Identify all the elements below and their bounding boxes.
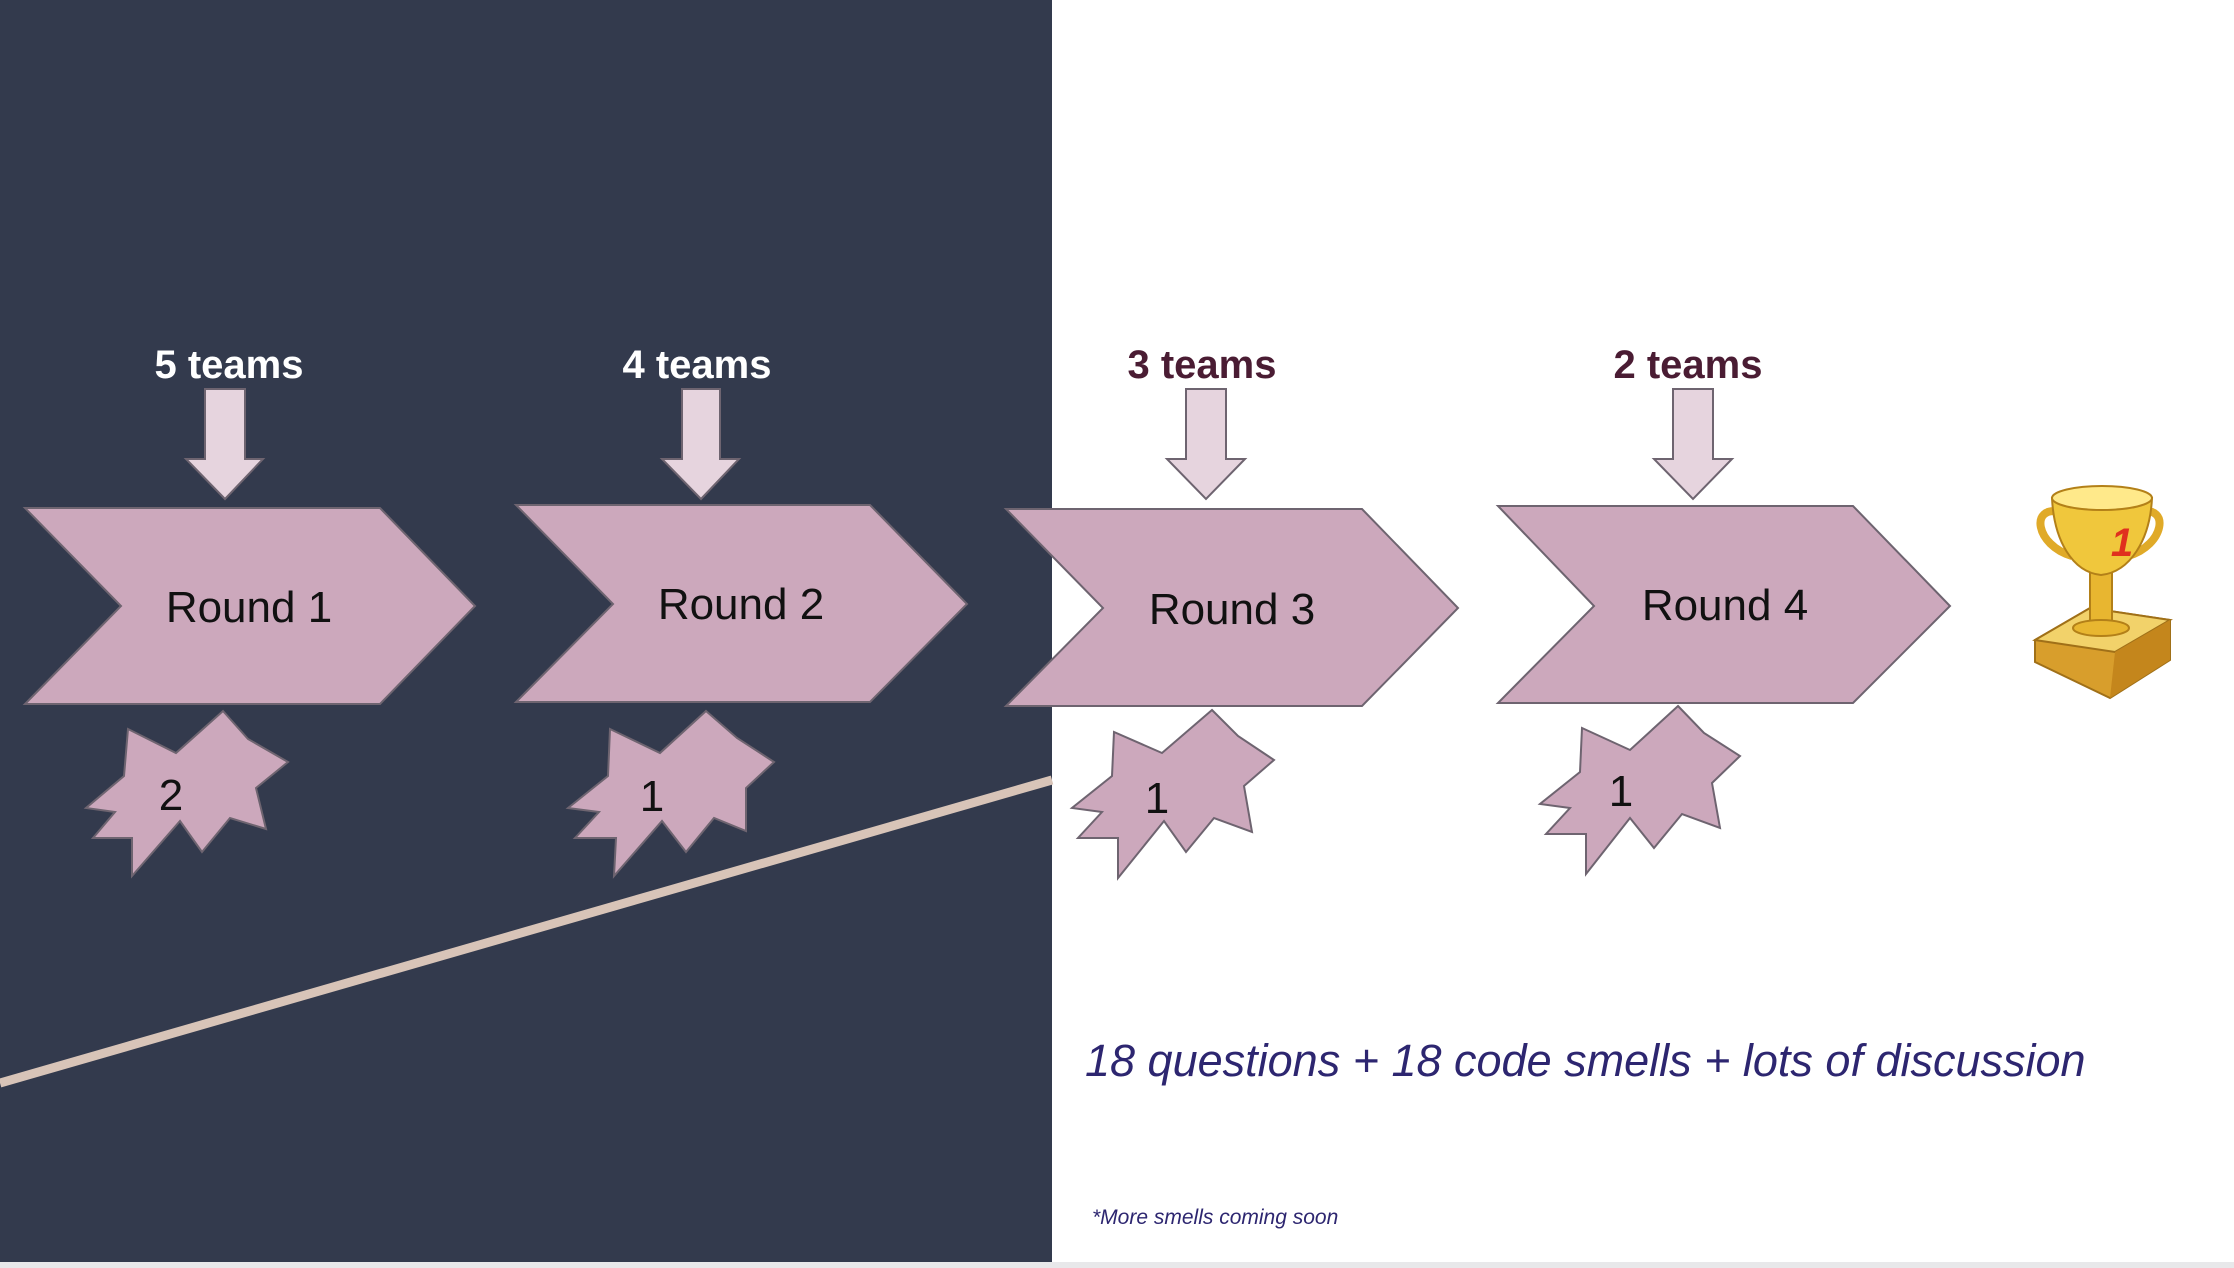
round-1-smells-count: 2 [158, 771, 184, 820]
round-1-label: Round 1 [165, 583, 333, 632]
round-3-chevron [1003, 508, 1460, 707]
round-4-down-arrow [1651, 388, 1735, 501]
round-2-teams-label: 4 teams [622, 343, 772, 387]
trophy-icon: 1 [2032, 485, 2173, 700]
summary-text: 18 questions + 18 code smells + lots of … [1085, 1035, 2086, 1086]
round-2-chevron [513, 504, 969, 703]
round-1-chevron [22, 507, 477, 705]
round-3-smells-count: 1 [1144, 774, 1170, 823]
round-3-teams-label: 3 teams [1127, 343, 1277, 387]
footnote-text: *More smells coming soon [1092, 1206, 1339, 1229]
round-4-teams-label: 2 teams [1613, 343, 1763, 387]
round-1-teams-label: 5 teams [154, 343, 304, 387]
round-2-down-arrow [659, 388, 742, 501]
round-4-chevron [1495, 505, 1952, 704]
round-1-smells-burst [83, 709, 290, 879]
round-2-label: Round 2 [657, 580, 825, 629]
round-1-down-arrow [183, 388, 266, 501]
round-4-smells-count: 1 [1608, 767, 1634, 816]
round-2-smells-count: 1 [639, 772, 665, 821]
round-2-smells-burst [565, 709, 776, 879]
round-3-down-arrow [1164, 388, 1248, 501]
diagonal-divider-line [0, 775, 1054, 1088]
round-3-smells-burst [1069, 708, 1276, 881]
round-4-label: Round 4 [1641, 581, 1809, 630]
slide-bottom-border [0, 1262, 2234, 1268]
trophy-badge: 1 [2111, 521, 2133, 565]
round-3-label: Round 3 [1148, 585, 1316, 634]
round-4-smells-burst [1537, 704, 1742, 877]
